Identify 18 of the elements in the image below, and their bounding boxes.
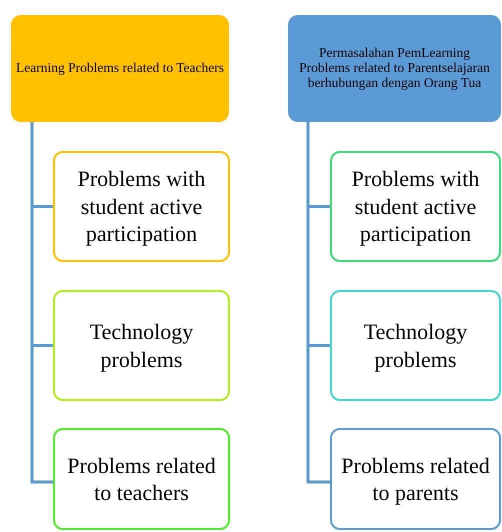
connector-line [306, 122, 330, 484]
problem-box [330, 428, 501, 530]
problem-box [53, 428, 230, 530]
problem-box [53, 290, 230, 401]
box-text: Permasalahan PemLearning Problems related to Parentselajaran berhubungan dengan Orang Tua [298, 46, 491, 91]
box-text: Technology problems [88, 318, 194, 373]
box-text: Problems related to parents [340, 452, 491, 506]
box-text: Problems with student active participation [76, 165, 206, 248]
box-text: Problems related to teachers [66, 452, 217, 506]
box-text: Technology problems [362, 318, 468, 373]
connector-line [30, 122, 53, 484]
box-text: Problems with student active participation [350, 165, 480, 248]
problem-box [330, 290, 501, 401]
box-text: Learning Problems related to Teachers [16, 61, 224, 76]
category-header-box [288, 15, 501, 122]
problem-box [330, 151, 501, 262]
category-header-box [11, 15, 229, 122]
problem-box [53, 151, 230, 262]
